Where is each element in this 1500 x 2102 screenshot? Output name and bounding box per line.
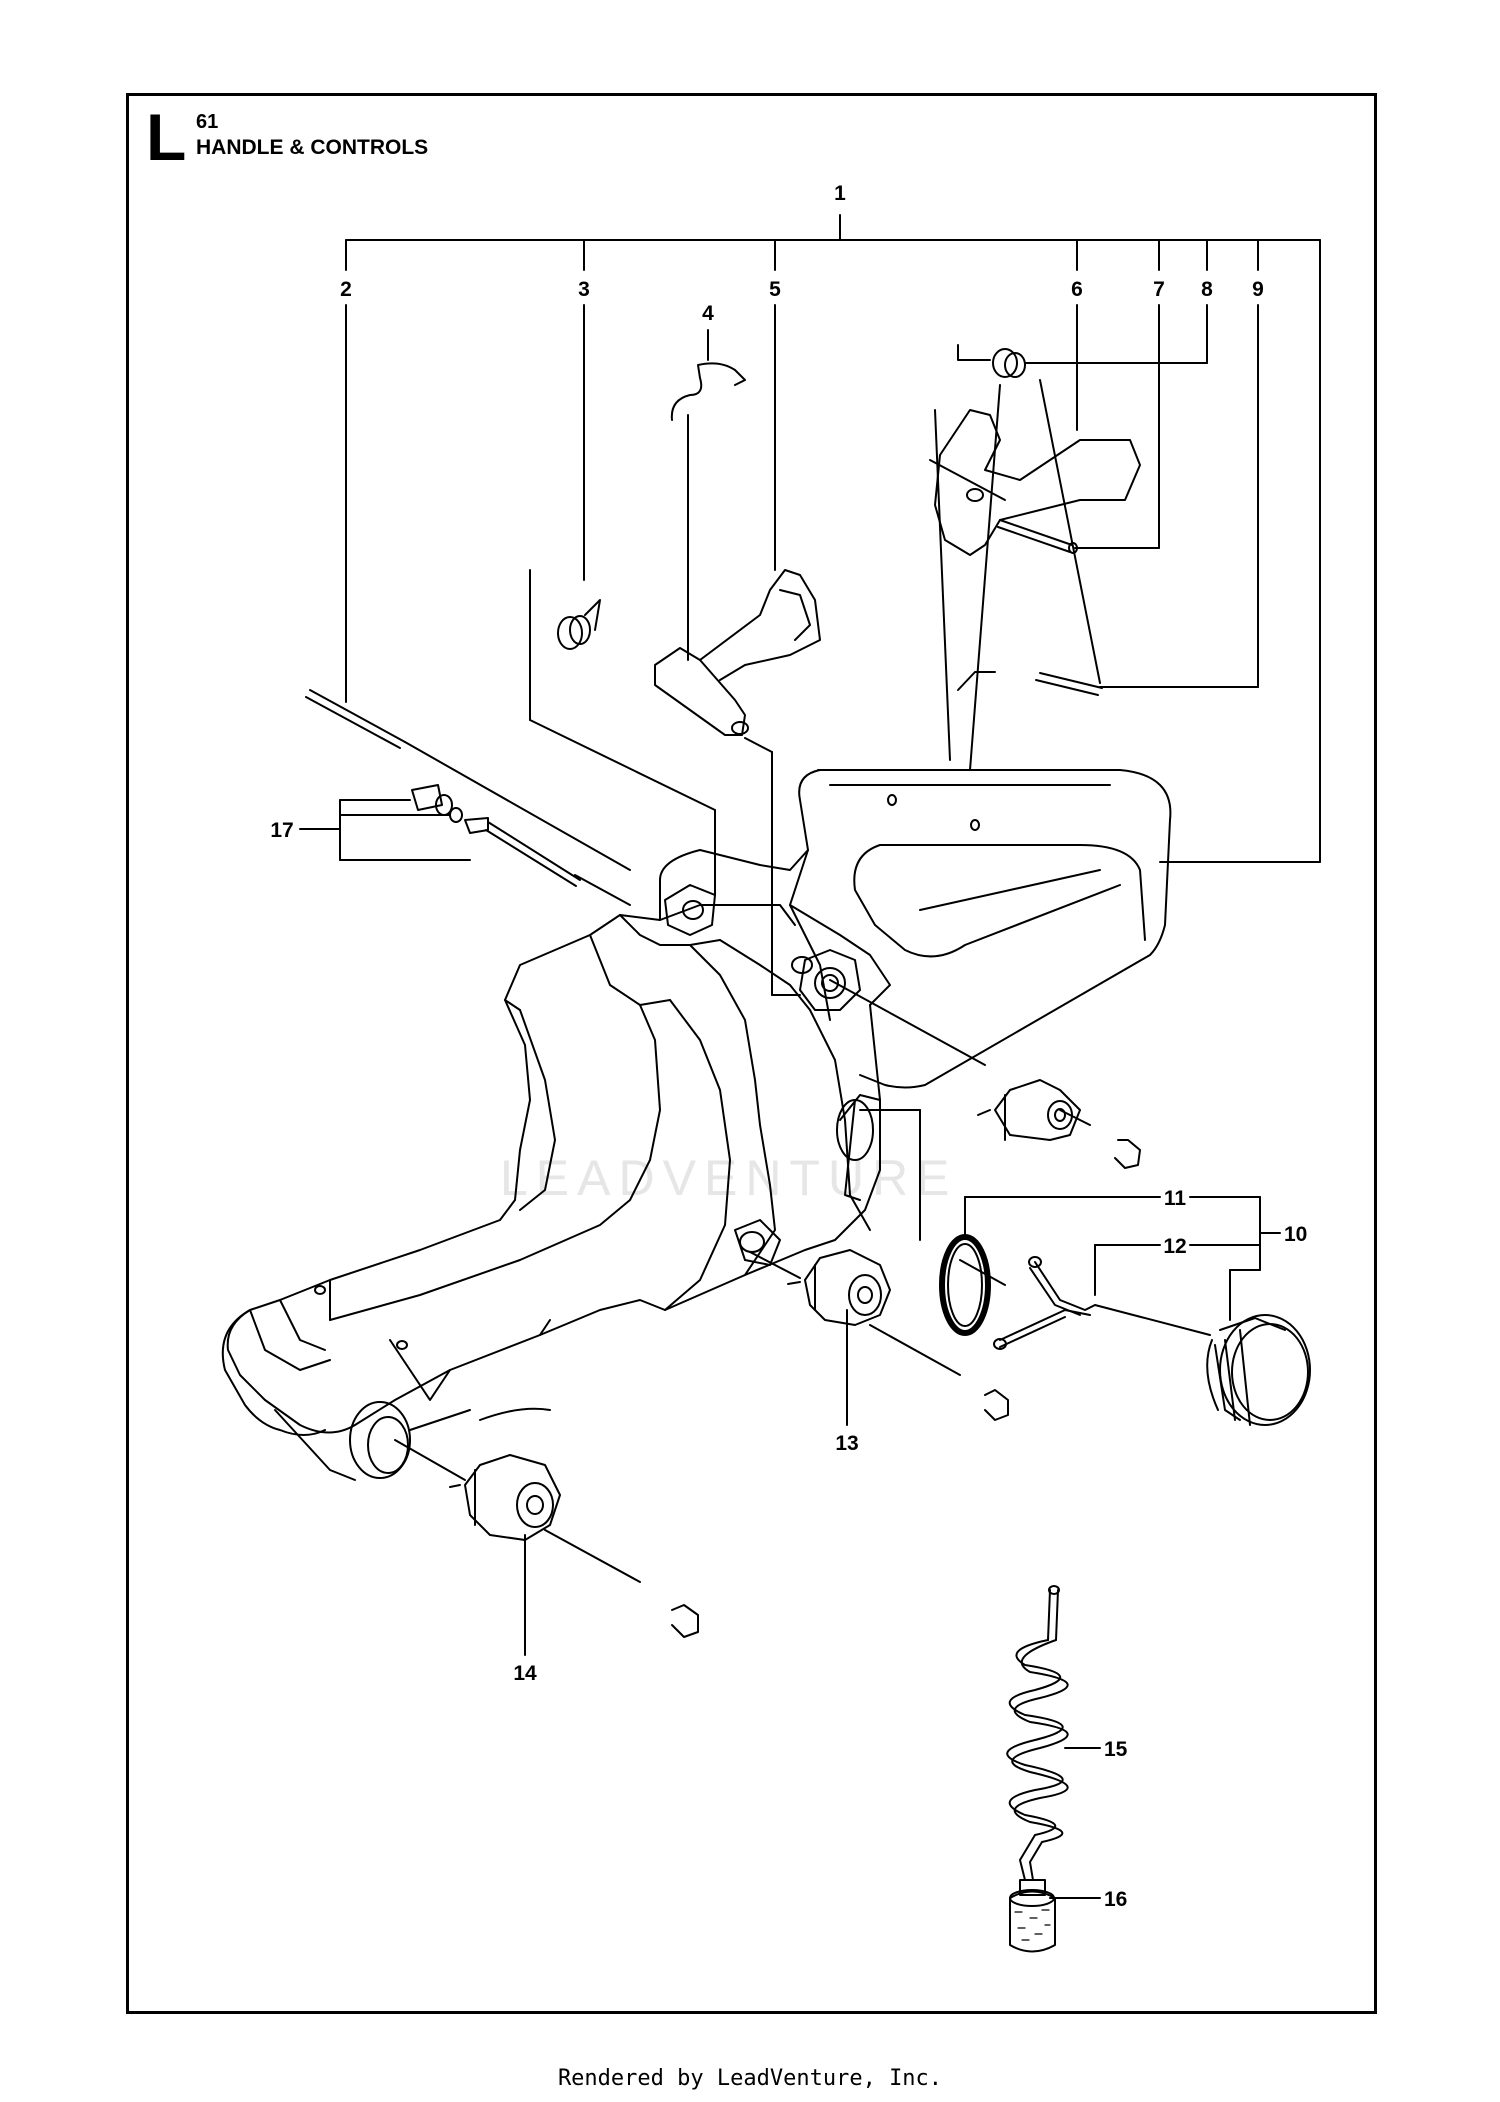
callout-17: 17	[270, 819, 293, 842]
part-13-buffer	[787, 1249, 1009, 1421]
leader-line-part-4	[687, 329, 709, 661]
part-10-fuel-cap	[1206, 1314, 1311, 1426]
leader-line-part-9	[969, 304, 1259, 771]
callout-5: 5	[769, 278, 781, 301]
leader-line-part-3	[529, 304, 716, 896]
callout-4: 4	[702, 302, 714, 325]
callout-11: 11	[1164, 1187, 1187, 1210]
callout-10: 10	[1284, 1223, 1307, 1246]
callout-14: 14	[513, 1662, 537, 1685]
part-17-choke-kit	[411, 784, 581, 887]
callout-7: 7	[1153, 278, 1165, 301]
callout-labels: 1 2 3 4 5 6 7 8 9 10 11 12 13 14 15 16 1…	[270, 182, 1307, 1911]
anti-vibration-buffer-upper	[977, 1079, 1141, 1169]
callout-8: 8	[1201, 278, 1213, 301]
part-16-fuel-filter	[1009, 1879, 1056, 1953]
leader-line-part-6	[934, 304, 1078, 761]
part-9-pin	[957, 379, 1103, 696]
part-1-handle-body	[221, 769, 1172, 1481]
leader-lines-part-17	[299, 799, 631, 906]
callout-13: 13	[835, 1432, 858, 1455]
diagram-frame	[126, 93, 1377, 2014]
callout-1: 1	[834, 182, 846, 205]
callout-12: 12	[1163, 1235, 1186, 1258]
leader-line-part-2	[345, 304, 631, 871]
part-3-spring	[557, 599, 601, 650]
leader-line-part-7	[1074, 304, 1160, 549]
callout-3: 3	[578, 278, 590, 301]
part-5-throttle-lock	[654, 569, 821, 736]
section-title: HANDLE & CONTROLS	[196, 136, 429, 159]
watermark: LEADVENTURE	[500, 1150, 958, 1206]
leader-line-part-12	[1094, 1244, 1161, 1296]
section-number: 61	[196, 111, 219, 133]
callout-9: 9	[1252, 278, 1264, 301]
part-4-wire-clip	[670, 362, 746, 421]
leader-line-buffer-top	[829, 979, 1091, 1126]
part-2-rod	[305, 689, 406, 749]
part-7-pin	[997, 519, 1078, 554]
leader-line-part-11	[859, 1109, 1161, 1286]
part-15-fuel-hose	[1006, 1585, 1069, 1881]
part-11-o-ring	[939, 1234, 991, 1336]
callout-6: 6	[1071, 278, 1083, 301]
part-6-throttle-trigger	[929, 409, 1141, 556]
leader-line-part-13	[749, 1251, 961, 1426]
callout-2: 2	[340, 278, 352, 301]
part-12-strap	[993, 1256, 1211, 1350]
section-letter: L	[146, 100, 187, 174]
leader-line-part-14	[394, 1439, 641, 1656]
leader-line-part-5	[744, 304, 801, 996]
callout-16: 16	[1104, 1888, 1127, 1911]
leader-lines-part-10	[1189, 1196, 1281, 1321]
callout-15: 15	[1104, 1738, 1128, 1761]
leader-lines-part-1	[345, 214, 1321, 863]
leader-line-part-8	[1024, 304, 1208, 364]
part-8-spring	[957, 344, 1026, 378]
part-14-buffer	[449, 1454, 699, 1638]
footer-credit: Rendered by LeadVenture, Inc.	[557, 2066, 943, 2091]
